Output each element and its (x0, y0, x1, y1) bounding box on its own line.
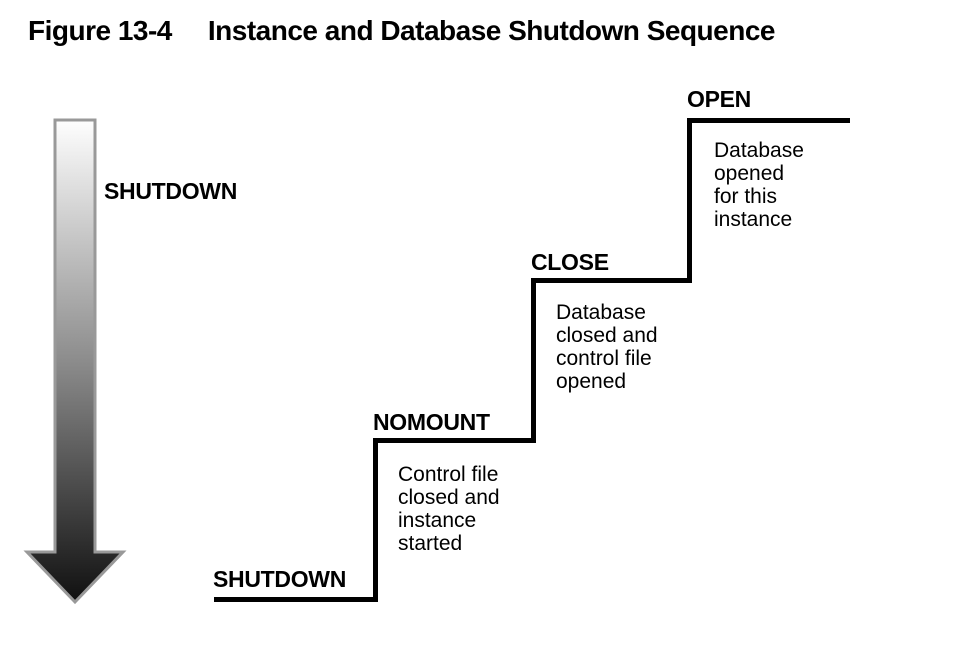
shutdown-direction-arrow-icon (23, 118, 127, 605)
step-close-label: CLOSE (531, 249, 609, 275)
step-nomount-riser-line (373, 438, 378, 602)
step-open-top-line (687, 118, 850, 123)
figure-number: Figure 13-4 (28, 15, 172, 46)
figure-title: Figure 13-4 Instance and Database Shutdo… (28, 15, 775, 47)
step-nomount-description: Control file closed and instance started (398, 463, 500, 555)
step-shutdown-label: SHUTDOWN (213, 566, 347, 592)
figure-title-text: Instance and Database Shutdown Sequence (207, 15, 776, 46)
step-close-description: Database closed and control file opened (556, 301, 658, 393)
step-shutdown-bottom-line (214, 597, 378, 602)
step-close-riser-line (531, 278, 536, 443)
step-open-label: OPEN (687, 86, 751, 112)
step-open-description: Database opened for this instance (714, 139, 804, 231)
step-nomount-label: NOMOUNT (373, 409, 490, 435)
arrow-label-shutdown: SHUTDOWN (104, 178, 238, 204)
step-nomount-top-line (373, 438, 536, 443)
step-open-riser-line (687, 118, 692, 283)
step-close-top-line (531, 278, 692, 283)
